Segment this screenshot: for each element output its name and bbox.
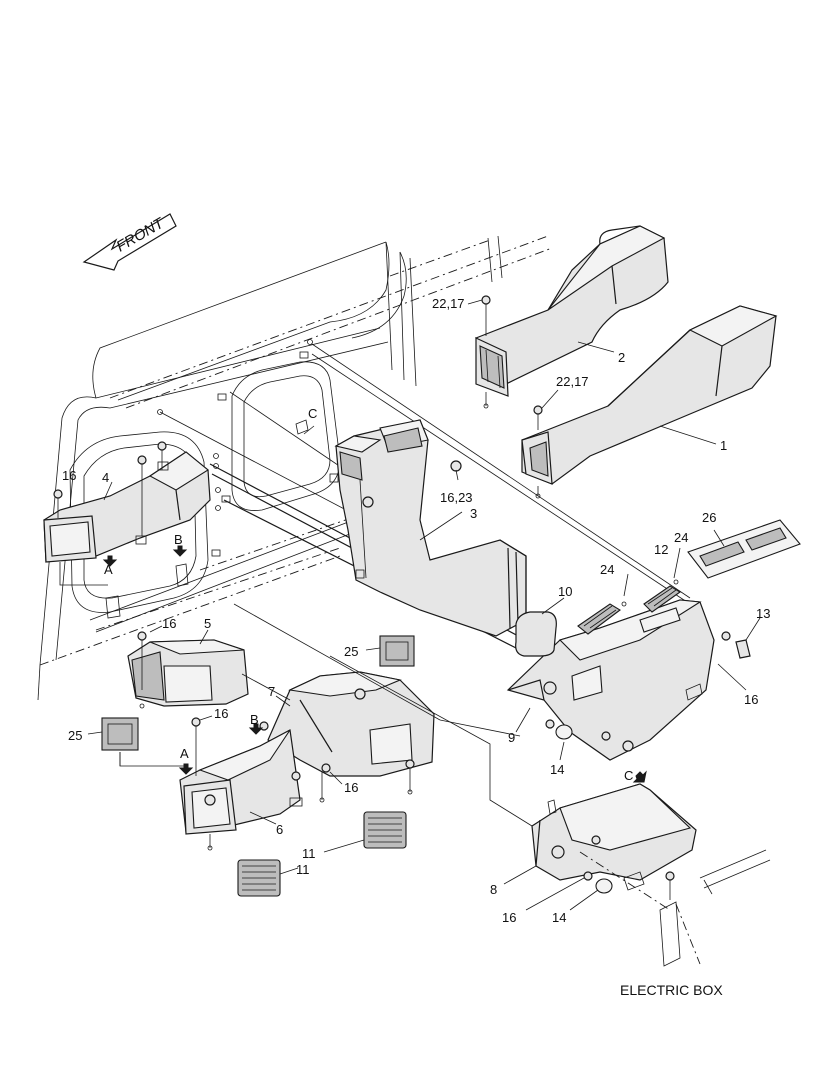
front-arrow-label: FRONT [114,214,169,255]
part-12-grille [643,579,682,613]
callout-26: 26 [702,510,716,525]
callout-8: 8 [490,882,497,897]
part-1-duct [521,305,778,499]
callout-leaders [87,299,761,911]
part-11-louver-left [237,859,281,897]
callout-C-top: C [308,406,317,421]
callout-22-17-b: 22,17 [556,374,589,389]
part-13-clip [721,631,751,659]
callout-25-a: 25 [344,644,358,659]
callout-B-mid: B [250,712,259,727]
callout-11-b: 11 [296,862,310,877]
callout-A-mid: A [180,746,189,761]
callout-B-left: B [174,532,183,547]
callout-16-b: 16 [744,692,758,707]
callout-24-a: 24 [674,530,688,545]
callout-11-a: 11 [302,846,316,861]
part-14-cap-lower [583,871,613,894]
callout-25-b: 25 [68,728,82,743]
front-direction-arrow: FRONT [82,213,177,271]
callout-14-a: 14 [550,762,564,777]
part-7-duct [248,671,435,803]
callout-13: 13 [756,606,770,621]
callout-16-a: 16 [62,468,76,483]
part-11-louver-right [363,811,407,849]
callout-14-b: 14 [552,910,566,925]
part-10-vent [515,611,557,657]
part-5-duct [127,631,249,709]
callout-16-d: 16 [214,706,228,721]
electric-box-label: ELECTRIC BOX [620,982,723,998]
part-26-panel [687,519,801,579]
callout-A-left: A [104,562,113,577]
part-25-filter-upper [379,635,415,667]
part-9-console [506,599,715,761]
part-6-duct [178,717,303,851]
callout-12: 12 [654,542,668,557]
part-4-duct [43,441,211,619]
callout-16-c: 16 [162,616,176,631]
leader-lines [119,603,671,911]
part-14-cap-upper [545,719,573,740]
callout-16-23: 16,23 [440,490,473,505]
part-24-grille [577,601,627,635]
callout-3: 3 [470,506,477,521]
callout-5: 5 [204,616,211,631]
part-3-duct [329,419,527,637]
callout-4: 4 [102,470,109,485]
callout-24-b: 24 [600,562,614,577]
callout-labels: 22,17 2 22,17 1 C 16,23 3 16 4 B A 26 24… [62,296,770,925]
part-2-duct [475,225,669,409]
callout-6: 6 [276,822,283,837]
part-8-panel [531,770,697,900]
callout-2: 2 [618,350,625,365]
callout-7: 7 [268,684,275,699]
callout-1: 1 [720,438,727,453]
callout-16-e: 16 [344,780,358,795]
callout-9: 9 [508,730,515,745]
part-25-filter-lower [101,717,186,767]
callout-C-right: C [624,768,633,783]
callout-22-17-a: 22,17 [432,296,465,311]
callout-16-f: 16 [502,910,516,925]
electric-box-bracket [623,849,771,967]
callout-10: 10 [558,584,572,599]
